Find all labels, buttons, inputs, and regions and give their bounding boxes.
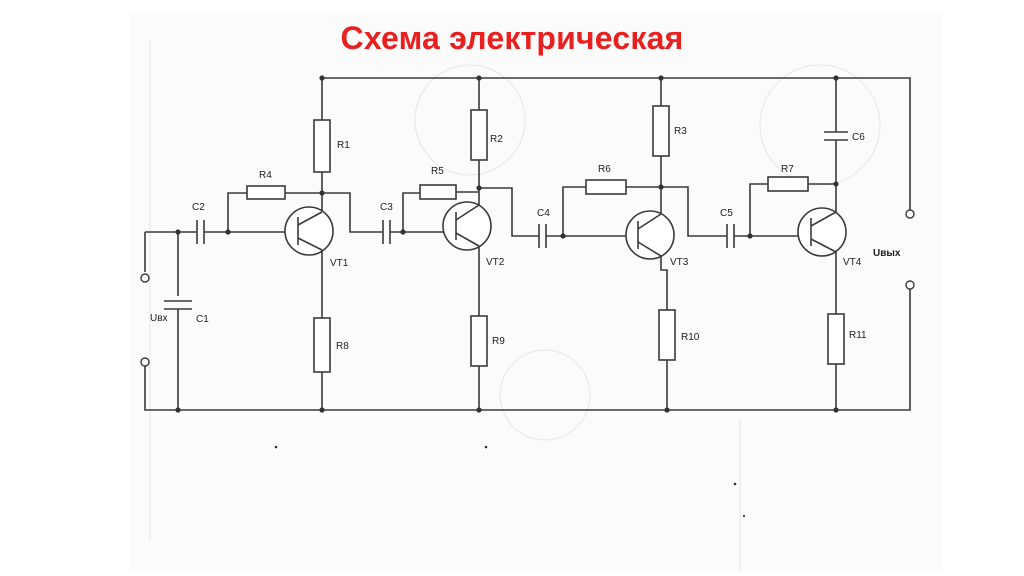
ground-rail — [144, 232, 911, 411]
label-r6: R6 — [598, 164, 611, 175]
label-vt1: VT1 — [330, 258, 349, 269]
transistor-vt3 — [625, 210, 675, 260]
capacitor-c5 — [726, 224, 735, 248]
resistor-r8 — [313, 317, 331, 373]
page-title: Схема электрическая — [340, 20, 684, 56]
label-r11: R11 — [849, 330, 867, 341]
output-terminals — [905, 209, 915, 290]
label-r9: R9 — [492, 336, 505, 347]
resistor-r7 — [767, 176, 809, 192]
resistor-r4 — [246, 185, 286, 200]
output-label: Uвых — [873, 248, 901, 259]
resistor-r6 — [585, 179, 627, 195]
label-c2: C2 — [192, 202, 205, 213]
resistor-r2 — [470, 109, 488, 161]
capacitor-c6 — [824, 131, 848, 141]
resistor-r5 — [419, 184, 457, 200]
label-c6: C6 — [852, 132, 865, 143]
label-vt2: VT2 — [486, 257, 505, 268]
label-r1: R1 — [337, 140, 350, 151]
capacitor-c2 — [196, 220, 205, 244]
label-r7: R7 — [781, 164, 794, 175]
capacitor-c1 — [164, 300, 192, 310]
resistor-r1 — [313, 119, 331, 173]
resistor-r9 — [470, 315, 488, 367]
resistor-r10 — [658, 309, 676, 361]
label-r4: R4 — [259, 170, 272, 181]
capacitor-c4 — [538, 224, 547, 248]
scan-artifacts — [149, 40, 881, 570]
label-c4: C4 — [537, 208, 550, 219]
label-vt4: VT4 — [843, 257, 862, 268]
label-r8: R8 — [336, 341, 349, 352]
transistor-vt1 — [284, 206, 334, 256]
label-r2: R2 — [490, 134, 503, 145]
label-vt3: VT3 — [670, 257, 689, 268]
power-rail — [322, 77, 911, 210]
label-r10: R10 — [681, 332, 700, 343]
capacitor-c3 — [382, 220, 391, 244]
label-c3: C3 — [380, 202, 393, 213]
scanned-sheet — [130, 12, 942, 572]
label-c5: C5 — [720, 208, 733, 219]
transistor-vt4 — [797, 207, 847, 257]
input-label: Uвх — [150, 313, 168, 324]
scan-specks — [274, 445, 746, 518]
transistor-vt2 — [442, 201, 492, 251]
input-terminals — [140, 273, 150, 367]
resistor-r11 — [827, 313, 845, 365]
label-c1: C1 — [196, 314, 209, 325]
label-r3: R3 — [674, 126, 687, 137]
label-r5: R5 — [431, 166, 444, 177]
resistor-r3 — [652, 105, 670, 157]
junction-dots — [175, 75, 839, 413]
